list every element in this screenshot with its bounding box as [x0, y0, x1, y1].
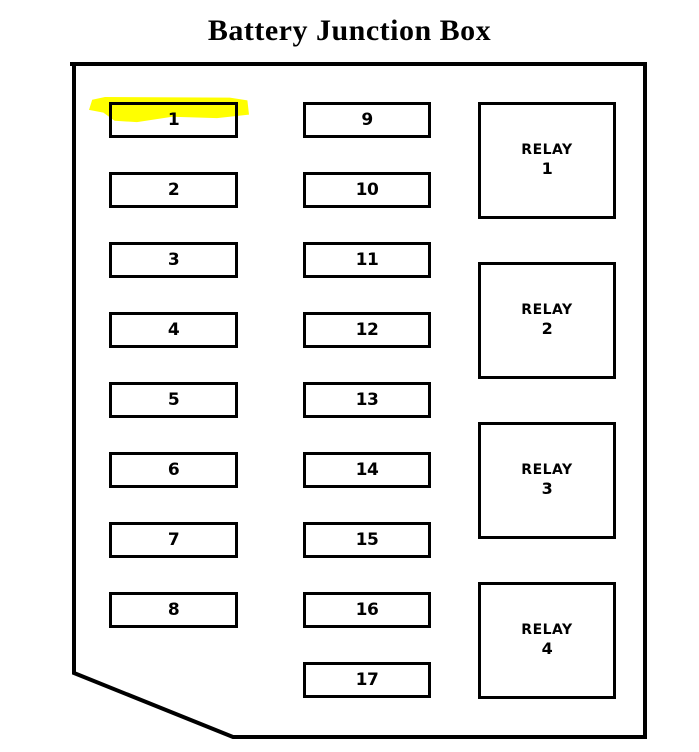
fuse-number-label: 9 [361, 110, 373, 130]
fuse-number-label: 3 [167, 250, 180, 270]
relay-word-label: RELAY [521, 302, 573, 319]
fuse-number-label: 2 [167, 180, 180, 200]
fuse-slot-7[interactable]: 7 [109, 522, 238, 558]
relay-number-label: 4 [541, 638, 553, 658]
fuse-number-label: 8 [167, 600, 180, 620]
fuse-slot-13[interactable]: 13 [303, 382, 431, 418]
fuse-number-label: 10 [355, 180, 379, 200]
fuse-slot-8[interactable]: 8 [109, 592, 238, 628]
fuse-number-label: 12 [355, 320, 379, 340]
fuse-number-label: 6 [167, 460, 180, 480]
fuse-number-label: 14 [355, 460, 379, 480]
fuse-number-label: 4 [167, 320, 180, 340]
fuse-slot-12[interactable]: 12 [303, 312, 431, 348]
relay-number-label: 1 [541, 158, 553, 178]
fuse-number-label: 5 [167, 390, 180, 410]
fuse-slot-5[interactable]: 5 [109, 382, 238, 418]
relay-number-label: 3 [541, 478, 553, 498]
fuse-number-label: 13 [355, 390, 379, 410]
fuse-slot-6[interactable]: 6 [109, 452, 238, 488]
relay-word-label: RELAY [521, 462, 573, 479]
relay-word-label: RELAY [521, 622, 573, 639]
fuse-slot-11[interactable]: 11 [303, 242, 431, 278]
fuse-number-label: 11 [355, 250, 379, 270]
relay-number-label: 2 [541, 318, 553, 338]
fuse-slot-16[interactable]: 16 [303, 592, 431, 628]
fuse-slot-4[interactable]: 4 [109, 312, 238, 348]
fuse-number-label: 15 [355, 530, 379, 550]
fuse-slot-1[interactable]: 1 [109, 102, 238, 138]
fuse-number-label: 16 [355, 600, 379, 620]
fuse-slot-2[interactable]: 2 [109, 172, 238, 208]
fuse-number-label: 1 [167, 110, 180, 130]
fuse-slot-10[interactable]: 10 [303, 172, 431, 208]
page-title: Battery Junction Box [207, 14, 492, 47]
fuse-slot-14[interactable]: 14 [303, 452, 431, 488]
fuse-number-label: 7 [167, 530, 180, 550]
relay-word-label: RELAY [521, 142, 573, 159]
fuse-slot-9[interactable]: 9 [303, 102, 431, 138]
fuse-slot-3[interactable]: 3 [109, 242, 238, 278]
fuse-slot-17[interactable]: 17 [303, 662, 431, 698]
fuse-number-label: 17 [355, 670, 379, 690]
fuse-slot-15[interactable]: 15 [303, 522, 431, 558]
